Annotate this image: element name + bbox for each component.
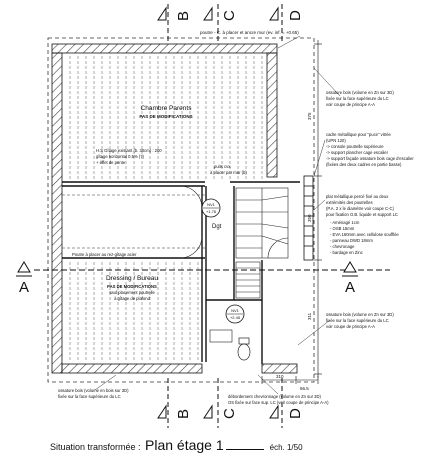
- title-main: Plan étage 1: [145, 437, 224, 453]
- joists-dressing: [69, 262, 199, 362]
- dgt-label: Dgt: [212, 224, 222, 230]
- exterior-walls: [51, 43, 298, 374]
- section-line-aa: [16, 261, 390, 277]
- level-1-value: +1.76: [206, 209, 217, 214]
- note-floor-3: (P.A. 2 x le diamètre voir coupe C-C): [326, 206, 394, 211]
- room-parents-name: Chambre Parents: [141, 105, 193, 112]
- room-parents-sub: PAS DE MODIFICATIONS: [139, 114, 192, 119]
- title-scale: éch. 1/50: [269, 443, 303, 452]
- room-dressing-sub-3: à gîtage de plafond: [114, 296, 151, 301]
- note-floor-1: plat métallique percé fixé au deux: [326, 194, 389, 199]
- note-beam-4: -> support plancher cage escalier: [326, 150, 389, 155]
- dim-right-mid: 350: [307, 214, 312, 222]
- level-marker-2: [225, 304, 245, 324]
- note-beam-5: -> support façade ossature bois cage d'e…: [326, 156, 414, 161]
- note-floor-8: - panneau DWD 18mm: [330, 238, 373, 243]
- dim-bottom-1: 310: [276, 374, 284, 379]
- title-underline: [225, 449, 264, 450]
- door-swing-dressing: [179, 235, 203, 259]
- note-floor-2: extrémités des poutrelles: [326, 200, 373, 205]
- title-prefix: Situation transformée :: [50, 442, 141, 452]
- dimension-bottom: [261, 376, 319, 384]
- note-beam-1: cadre métallique pour "puce" vitrée: [326, 132, 392, 137]
- section-markers-top: [157, 4, 283, 44]
- metal-frame: [303, 175, 314, 261]
- note-beam-6: (fixées des deux cadres en partie basse): [326, 162, 402, 167]
- note-floor-4: pour fixation O.B. liquide et support LC: [326, 212, 398, 217]
- staircase: [235, 187, 289, 299]
- note-beam-2: (UPN 120): [326, 138, 346, 143]
- room-dressing-sub-2: sauf placement poutrelle: [109, 290, 155, 295]
- joists-chambre: [69, 56, 263, 180]
- washbasin: [209, 329, 233, 343]
- dim-bottom-2: 66.5: [300, 386, 309, 391]
- note-gutter-1: ossature bois (volume en Zn sur 3D): [326, 90, 394, 95]
- note-floor-7: - EVA 160mm avec cellulose soufflée: [330, 232, 399, 237]
- section-bottom-d: D: [287, 408, 304, 419]
- level-1-name: NV1: [207, 202, 216, 207]
- interior-walls: [62, 181, 300, 364]
- section-bottom-c: C: [221, 408, 238, 419]
- dim-right-bot: 311: [307, 312, 312, 320]
- note-bottom-left-2: fixée sur la face supérieure du LC: [58, 394, 121, 399]
- note-gutter-3: voir coupe de principe A-A: [326, 102, 375, 107]
- drawing-title: Situation transformée : Plan étage 1 éch.…: [50, 437, 303, 455]
- note-floor-6: - OSB 15mm: [330, 226, 355, 231]
- room-dressing-sub-1: PAS DE MODIFICATIONS: [107, 284, 157, 289]
- wc: [237, 337, 251, 361]
- level-marker-1: [201, 198, 221, 218]
- room-parents-note-1: H.S Gîtage existant (b. 30cm) : 200: [96, 148, 162, 153]
- door-swing-chambre: [179, 185, 203, 209]
- room-parents-note-2: gîtage horizontal 0.5% (?): [96, 154, 145, 159]
- cvx-label-2: à placer par mur (b): [210, 170, 247, 175]
- leader-lines: [94, 35, 341, 395]
- section-top-c: C: [221, 10, 238, 21]
- beam-label: Poutre à placer au rez-gîtage acier: [72, 252, 137, 257]
- note-floor-10: - bardage en Zinc: [330, 250, 363, 255]
- cvx-label-1: puits cvx.: [214, 164, 231, 169]
- note-bottom-right-1: débordement chevronnage (volume en Zn su…: [228, 394, 321, 399]
- note-right-2: fixée sur la face supérieure du LC: [326, 318, 389, 323]
- note-gutter-2: fixée sur la face supérieure du LC: [326, 96, 389, 101]
- dimension-right: [314, 40, 322, 378]
- level-2-value: +2.45: [230, 315, 241, 320]
- room-parents-note-3: + éffet de pente: [96, 160, 126, 165]
- level-2-name: NV1: [231, 308, 240, 313]
- note-beam-3: -> console poutrelle supérieure: [326, 144, 384, 149]
- dim-right-top: 375: [307, 112, 312, 120]
- note-right-1: ossature bois (volume en Zn sur 3D): [326, 312, 394, 317]
- room-dressing-name: Dressing / Bureau: [106, 275, 158, 282]
- note-bottom-right-2: OS fixée sur face sup. LC (voir coupe de…: [228, 400, 329, 405]
- section-left-a: A: [19, 279, 29, 296]
- note-bottom-left-1: ossature bois (volume en bois sur 3D): [58, 388, 129, 393]
- note-floor-5: - Aménagé 1cm: [330, 220, 360, 225]
- section-markers-bottom: [157, 378, 283, 428]
- section-top-d: D: [287, 10, 304, 21]
- section-top-b: B: [175, 11, 192, 21]
- note-right-3: voir coupe de principe A-A: [326, 324, 375, 329]
- section-right-a: A: [345, 279, 355, 296]
- note-top-gutter: poutre - C. à placer et ancre mur (ev. i…: [200, 30, 299, 35]
- note-floor-9: - chevronage: [330, 244, 355, 249]
- section-bottom-b: B: [175, 409, 192, 419]
